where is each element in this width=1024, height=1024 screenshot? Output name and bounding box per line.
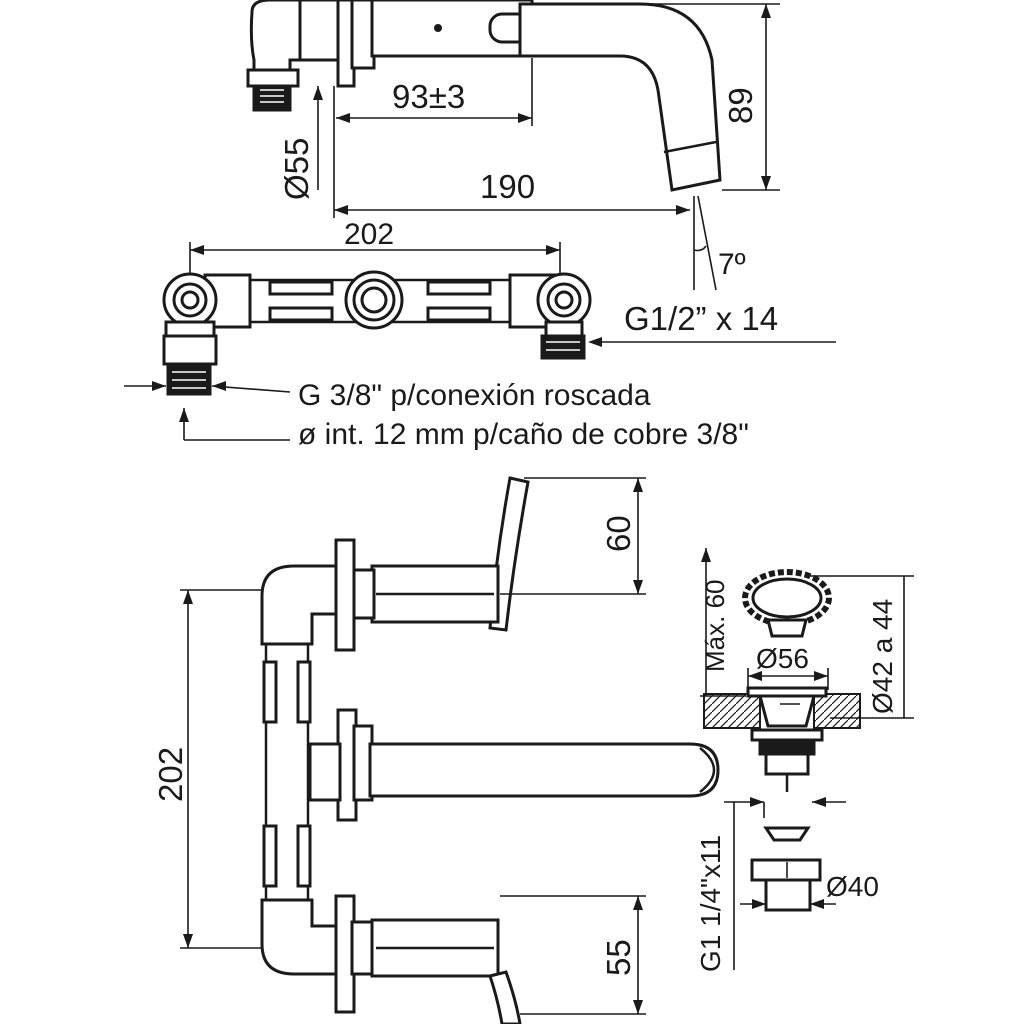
- dim-42a44: [806, 575, 914, 719]
- dim-max60: [700, 548, 746, 697]
- dim-202-side: [180, 589, 262, 949]
- label-42a44: Ø42 a 44: [867, 599, 898, 714]
- dim-60: [500, 477, 646, 595]
- vertical-rails: [262, 644, 312, 900]
- elbow-connector: [246, 0, 307, 112]
- top-handle: [334, 476, 530, 652]
- bottom-handle: [334, 894, 522, 1024]
- center-outlet: [344, 270, 404, 330]
- note-g38: G 3/8" p/conexión roscada: [298, 379, 651, 412]
- label-56: Ø56: [756, 643, 809, 674]
- side-spout: [308, 708, 720, 822]
- top-profile-view: 93±3 Ø55 89 190 7º: [246, 0, 780, 291]
- lower-elbow: [260, 898, 338, 976]
- dim-93: [336, 58, 533, 126]
- leader-int12: [179, 408, 290, 441]
- leader-g12: [588, 337, 836, 347]
- dim-7-deg: [693, 195, 717, 291]
- spout-body: [298, 0, 722, 192]
- dim-89: [520, 3, 780, 191]
- drain-view: Máx. 60 Ø56 Ø42 a 44 G1 1/4"x11: [695, 548, 914, 972]
- label-max60: Máx. 60: [700, 580, 730, 673]
- left-valve: [162, 272, 252, 396]
- sink-slab: [703, 693, 861, 729]
- label-93: 93±3: [392, 78, 465, 115]
- note-int12: ø int. 12 mm p/caño de cobre 3/8": [298, 418, 749, 451]
- label-55: 55: [600, 939, 637, 976]
- label-g114: G1 1/4"x11: [695, 835, 726, 972]
- dim-55-dia: [313, 86, 323, 190]
- label-55-dia: Ø55: [278, 138, 315, 200]
- drain-nut: [750, 826, 822, 912]
- dim-55: [500, 895, 646, 1015]
- dim-g114: [724, 797, 846, 970]
- label-g12: G1/2” x 14: [624, 300, 778, 337]
- dim-56: [747, 668, 829, 690]
- dim-190: [333, 86, 690, 218]
- label-202-side: 202: [152, 747, 189, 802]
- side-assembly-view: 202 60 55: [152, 476, 720, 1024]
- leader-g38: [124, 381, 291, 393]
- label-60: 60: [600, 515, 637, 552]
- dim-40: [740, 899, 836, 909]
- label-7deg: 7º: [718, 248, 746, 281]
- label-202-top: 202: [344, 218, 394, 251]
- drain-knob: [742, 569, 832, 638]
- label-89: 89: [722, 87, 759, 124]
- right-valve: [508, 272, 592, 360]
- label-40: Ø40: [826, 871, 879, 902]
- drain-body: [746, 686, 828, 792]
- label-190: 190: [480, 168, 535, 205]
- upper-elbow: [260, 564, 338, 646]
- in-wall-body-view: 202: [124, 218, 836, 451]
